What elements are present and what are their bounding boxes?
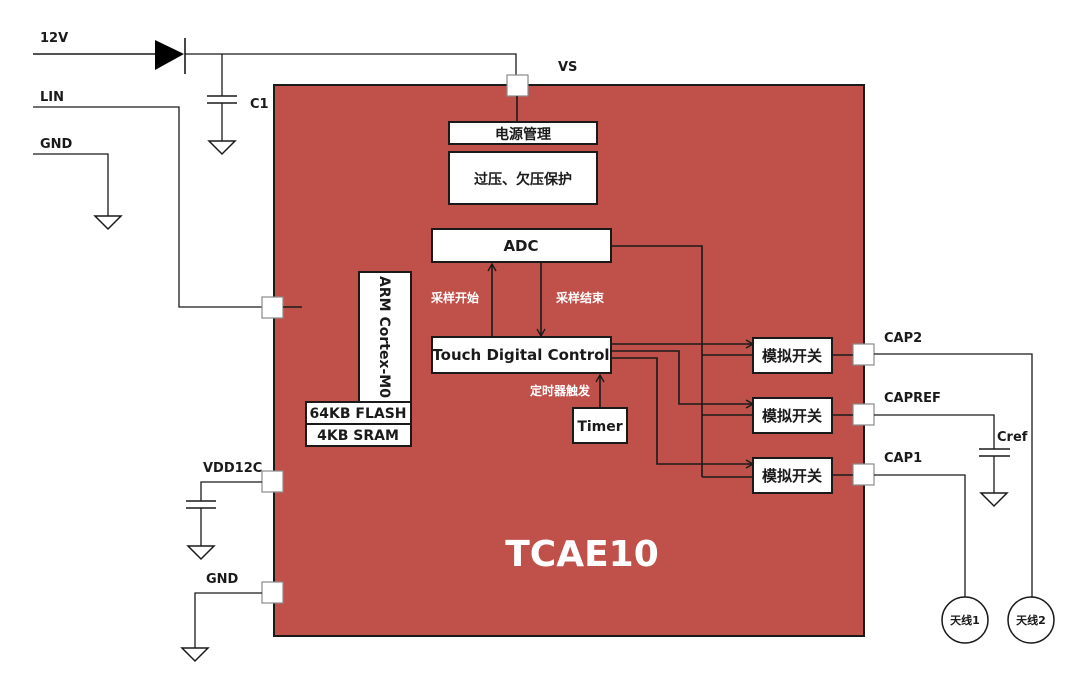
pin-vs[interactable] <box>506 74 529 97</box>
label-cap2: CAP2 <box>884 331 922 346</box>
adc-block <box>431 228 612 263</box>
flash-label: 64KB FLASH <box>310 406 407 422</box>
pin-vdd12c[interactable] <box>261 470 284 493</box>
label-vdd12c: VDD12C <box>203 461 262 476</box>
pin-lin[interactable] <box>261 296 284 319</box>
label-c1: C1 <box>250 97 269 112</box>
protection-block <box>448 151 598 205</box>
adc-label: ADC <box>503 237 538 255</box>
sram-block <box>305 423 412 447</box>
ground-icon <box>207 140 237 156</box>
wire-capref <box>874 414 995 449</box>
wire-adc-bus <box>611 245 703 477</box>
timer-label: Timer <box>577 419 622 435</box>
ground-icon <box>979 492 1009 508</box>
label-capref: CAPREF <box>884 391 941 406</box>
touch-digital-control-block <box>431 336 612 374</box>
pin-cap1[interactable] <box>852 463 875 486</box>
antenna-2-label: 天线2 <box>1016 613 1046 627</box>
wire-vdd12c <box>200 481 262 501</box>
label-12v: 12V <box>40 31 68 46</box>
wire-vs <box>185 53 517 76</box>
label-cref: Cref <box>997 430 1028 445</box>
pin-gnd[interactable] <box>261 581 284 604</box>
analog-switch-1-label: 模拟开关 <box>762 347 822 365</box>
wire-cap2 <box>874 353 1033 597</box>
pin-capref[interactable] <box>852 403 875 426</box>
label-cap1: CAP1 <box>884 451 922 466</box>
diode-icon <box>155 40 184 70</box>
analog-switch-2 <box>752 397 833 434</box>
wire-cap1 <box>874 474 966 597</box>
analog-switch-3-label: 模拟开关 <box>762 467 822 485</box>
analog-switch-2-label: 模拟开关 <box>762 407 822 425</box>
label-vs: VS <box>558 60 577 75</box>
ground-icon <box>180 647 210 663</box>
wire-ctrl-sw3 <box>611 357 755 469</box>
wire-gnd-bottom <box>194 592 262 648</box>
sample-start-label: 采样开始 <box>430 290 479 305</box>
analog-switch-1 <box>752 337 833 374</box>
label-lin: LIN <box>40 90 64 105</box>
ground-icon <box>93 215 123 231</box>
protection-label: 过压、欠压保护 <box>474 171 572 188</box>
label-gnd-top: GND <box>40 137 73 152</box>
touch-digital-control-label: Touch Digital Control <box>432 346 609 364</box>
wire-ctrl-sw2 <box>611 350 755 409</box>
supply-wiring <box>33 38 517 156</box>
power-management-label: 电源管理 <box>495 126 551 143</box>
ground-icon <box>186 545 216 561</box>
timer-trigger-label: 定时器触发 <box>530 383 591 398</box>
cpu-label: ARM Cortex-M0 <box>376 276 392 398</box>
power-management-block <box>448 121 598 145</box>
pin-cap2[interactable] <box>852 343 875 366</box>
sram-label: 4KB SRAM <box>317 428 399 444</box>
antenna-2 <box>1007 596 1055 644</box>
timer-block <box>572 407 628 444</box>
label-gnd-bottom: GND <box>206 572 239 587</box>
antenna-1 <box>941 596 989 644</box>
chip-title: TCAE10 <box>505 534 659 575</box>
wire-gnd-top <box>33 153 109 216</box>
wire-lin <box>33 106 262 308</box>
sample-end-label: 采样结束 <box>555 290 605 305</box>
antenna-1-label: 天线1 <box>950 613 980 627</box>
